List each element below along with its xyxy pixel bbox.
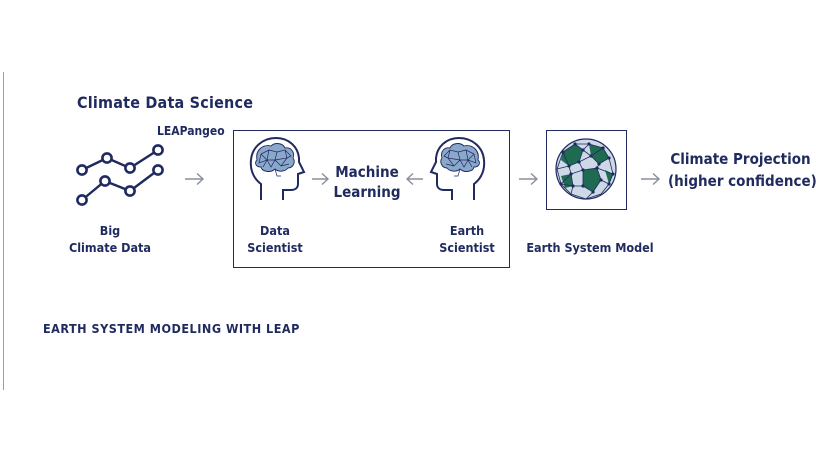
earth-system-model-label: Earth System Model: [526, 240, 654, 255]
footer-caption: EARTH SYSTEM MODELING WITH LEAP: [43, 321, 300, 336]
arrow-right-icon: [185, 172, 205, 186]
arrow-right-icon: [519, 172, 539, 186]
globe-network-icon: [555, 138, 617, 200]
earth-scientist-label: Earth Scientist: [422, 222, 512, 256]
diagram-title: Climate Data Science: [77, 93, 254, 112]
arrow-right-icon: [641, 172, 661, 186]
climate-data-line: Climate Data: [68, 240, 152, 255]
arrow-left-icon: [405, 172, 423, 186]
higher-confidence-line: (higher confidence): [668, 172, 816, 190]
left-rule: [3, 72, 4, 390]
big-climate-data-label: Big Climate Data: [60, 222, 160, 256]
scientist-line: Scientist: [247, 240, 303, 255]
data-scientist-label: Data Scientist: [235, 222, 315, 256]
scientist-line: Scientist: [439, 240, 495, 255]
line-chart-icon: [76, 144, 164, 206]
big-line: Big: [99, 223, 121, 238]
leap-pangeo-label: LEAPangeo: [157, 124, 225, 138]
learning-line: Learning: [333, 183, 401, 201]
climate-projection-label: Climate Projection (higher confidence): [668, 148, 816, 192]
climate-projection-line: Climate Projection: [670, 150, 811, 168]
machine-learning-box: [233, 130, 510, 268]
earth-system-model-box: [546, 130, 627, 210]
machine-line: Machine: [335, 163, 399, 181]
earth-line: Earth: [449, 223, 485, 238]
head-brain-icon: [429, 136, 486, 200]
machine-learning-label: Machine Learning: [327, 162, 407, 202]
head-brain-icon: [249, 136, 306, 200]
data-line: Data: [260, 223, 290, 238]
arrow-right-icon: [312, 172, 330, 186]
